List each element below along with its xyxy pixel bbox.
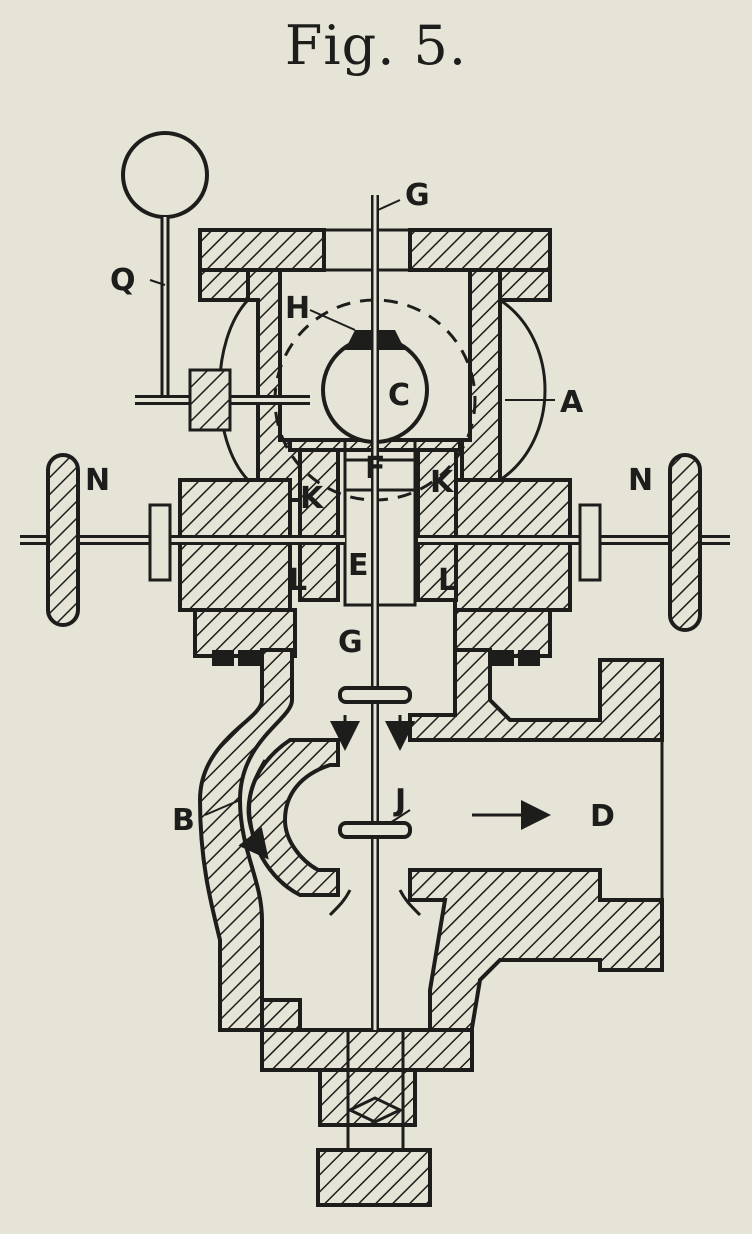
label-f: F xyxy=(365,451,386,486)
top-flange xyxy=(198,228,552,302)
figure-caption: Fig. 5. xyxy=(284,14,468,77)
label-l-left: L xyxy=(288,563,307,598)
label-e: E xyxy=(348,548,369,583)
flange-bolts xyxy=(212,650,540,666)
lever-q xyxy=(121,131,310,432)
right-spindle xyxy=(418,453,730,632)
left-spindle xyxy=(20,453,345,627)
label-k-right: K xyxy=(430,465,455,500)
housing-bulge-right xyxy=(499,298,547,482)
valve-disc-upper xyxy=(338,686,412,704)
label-n-left: N xyxy=(85,463,110,498)
lever-ball xyxy=(121,131,209,219)
label-g-top: G xyxy=(405,178,430,213)
label-k-left: K xyxy=(300,481,325,516)
lower-casing xyxy=(197,648,664,1207)
label-q: Q xyxy=(110,263,136,298)
label-b: B xyxy=(172,803,195,838)
cylinder-top-f xyxy=(343,458,417,492)
label-j: J xyxy=(393,783,406,818)
valve-disc-lower xyxy=(338,821,412,839)
outlet-pipe xyxy=(600,738,664,902)
inner-bushings xyxy=(298,448,458,602)
right-handwheel xyxy=(668,453,702,632)
flow-arrows xyxy=(238,715,551,917)
label-l-right: L xyxy=(438,563,457,598)
label-a: A xyxy=(560,385,584,420)
left-handwheel xyxy=(46,453,80,627)
label-n-right: N xyxy=(628,463,653,498)
label-g-mid: G xyxy=(338,625,363,660)
label-h: H xyxy=(285,291,310,326)
upper-housing xyxy=(246,268,502,502)
stem-spring xyxy=(346,1096,404,1124)
leader-lines xyxy=(149,199,555,824)
top-port xyxy=(322,228,412,272)
label-d: D xyxy=(590,799,615,834)
label-c: C xyxy=(388,378,410,413)
